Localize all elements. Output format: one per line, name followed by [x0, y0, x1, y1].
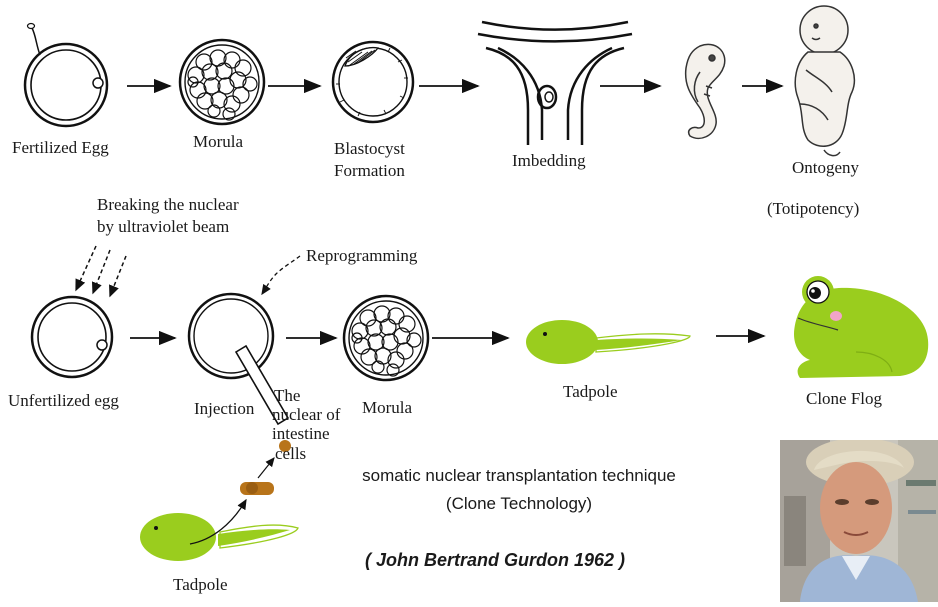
label-uv-1: Breaking the nuclear — [97, 194, 239, 215]
label-ontogeny: Ontogeny — [792, 157, 859, 178]
morula-top — [180, 40, 264, 124]
caption-technique: somatic nuclear transplantation techniqu… — [319, 465, 719, 486]
early-embryo — [686, 44, 725, 138]
label-fertilized-egg: Fertilized Egg — [12, 137, 109, 158]
label-clone-frog: Clone Flog — [806, 388, 882, 409]
morula-bottom — [344, 296, 428, 380]
label-uv-2: by ultraviolet beam — [97, 216, 229, 237]
label-totipotency: (Totipotency) — [767, 198, 859, 219]
caption-credit: ( John Bertrand Gurdon 1962 ) — [365, 550, 625, 571]
label-blastocyst-1: Blastocyst — [334, 138, 405, 159]
label-morula-top: Morula — [193, 131, 243, 152]
reprogramming-arrow — [262, 256, 300, 294]
label-nuclear-2: nuclear of — [272, 404, 340, 425]
label-nuclear-3: intestine — [272, 423, 330, 444]
uv-beam-arrows — [76, 246, 126, 296]
imbedding-uterus — [478, 22, 632, 145]
label-reprogramming: Reprogramming — [306, 245, 417, 266]
fertilized-egg — [25, 24, 107, 127]
portrait-photo — [780, 440, 938, 602]
label-source-tadpole: Tadpole — [173, 574, 228, 595]
label-morula-bottom: Morula — [362, 397, 412, 418]
fetus — [795, 6, 854, 156]
label-tadpole: Tadpole — [563, 381, 618, 402]
label-unfertilized-egg: Unfertilized egg — [8, 390, 119, 411]
label-nuclear-4: cells — [275, 443, 306, 464]
blastocyst — [333, 42, 413, 122]
label-nuclear-1: The — [274, 385, 300, 406]
caption-clone-technology: (Clone Technology) — [319, 493, 719, 514]
clone-frog — [794, 276, 928, 378]
label-injection: Injection — [194, 398, 254, 419]
tadpole-result — [526, 320, 690, 364]
label-imbedding: Imbedding — [512, 150, 586, 171]
label-blastocyst-2: Formation — [334, 160, 405, 181]
unfertilized-egg — [32, 297, 112, 377]
tadpole-source — [140, 500, 298, 561]
